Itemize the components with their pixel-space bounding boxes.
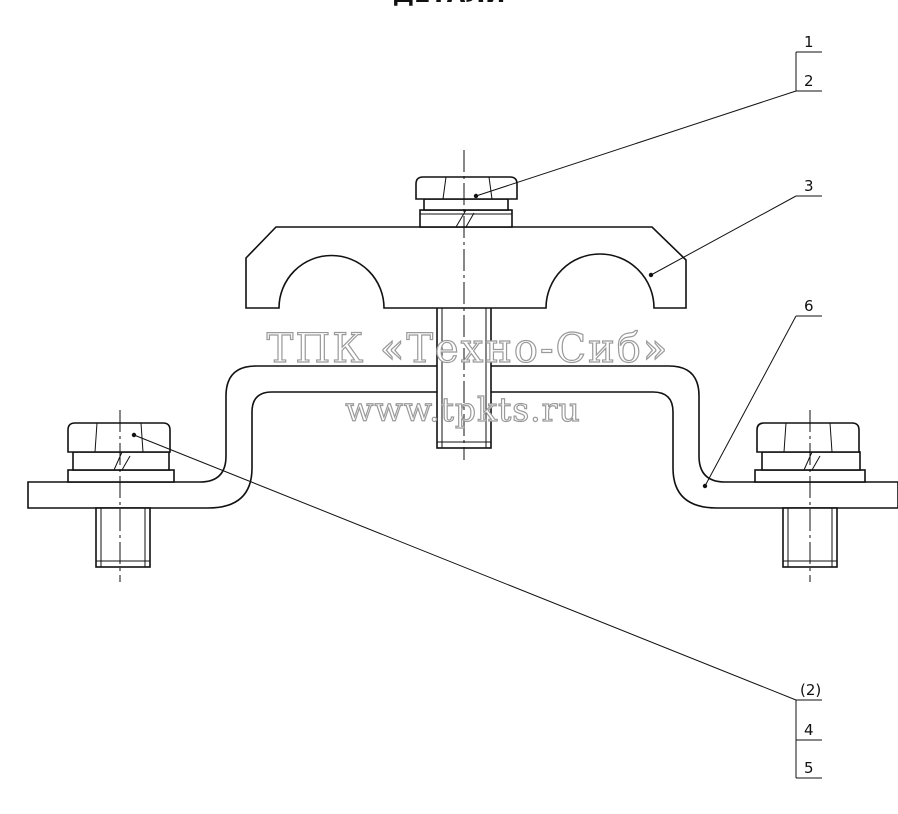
- bracket: [27, 365, 898, 509]
- callout-1: 1: [804, 33, 814, 51]
- top-bolt: [415, 176, 518, 228]
- left-bolt: [67, 422, 175, 568]
- leader-lines: [131, 90, 797, 701]
- watermark: ТПК «Техно-Сиб» www.tpkts.ru: [266, 325, 670, 429]
- center-lines: [119, 150, 811, 582]
- callout-5: 5: [804, 759, 814, 777]
- callout-clamp: 3: [796, 177, 822, 197]
- watermark-url: www.tpkts.ru: [345, 390, 580, 429]
- clamp: [245, 226, 687, 309]
- callout-4: 4: [804, 721, 814, 739]
- callout-6: 6: [804, 297, 814, 315]
- callout-3: 3: [804, 177, 814, 195]
- callout-bottom-stack: (2) 4 5: [795, 681, 822, 779]
- callout-bracket: 6: [796, 297, 822, 317]
- watermark-company: ТПК «Техно-Сиб»: [267, 326, 670, 372]
- callout-top-stack: 1 2: [795, 33, 822, 92]
- drawing-title: ДЕТАЛИ: [393, 0, 506, 8]
- callout-2: 2: [804, 72, 814, 90]
- callout-2-ref: (2): [800, 681, 821, 699]
